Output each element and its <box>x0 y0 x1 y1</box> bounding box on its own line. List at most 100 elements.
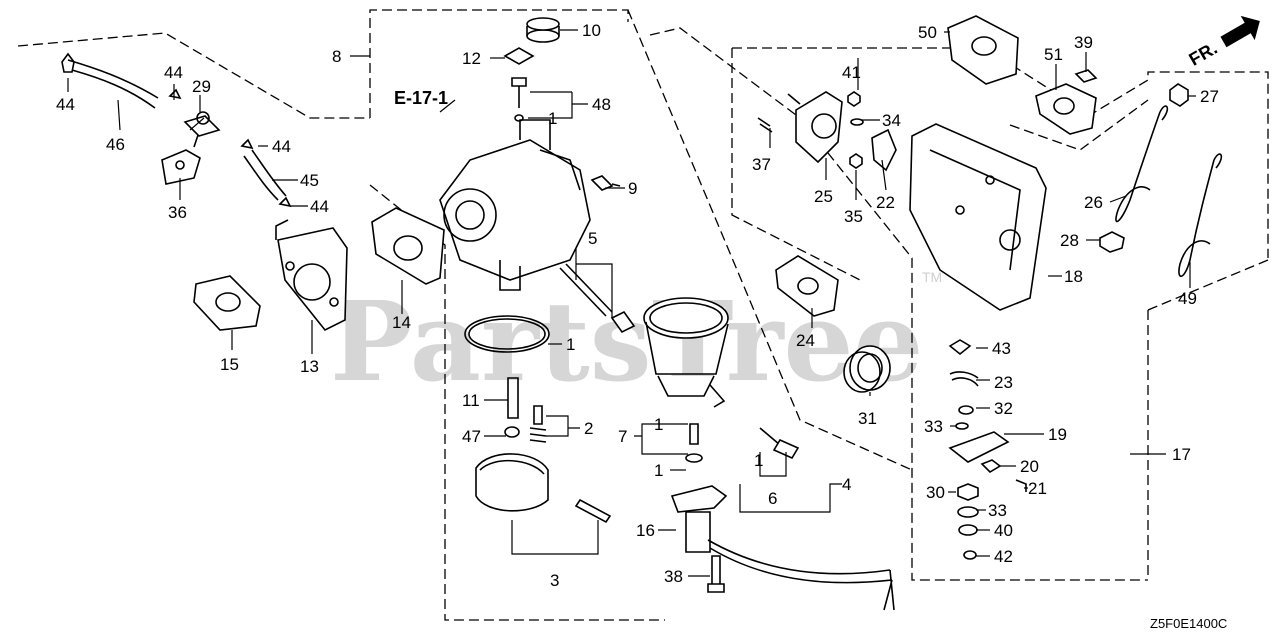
callout-22: 22 <box>876 193 895 212</box>
governor-plate-18 <box>909 123 1047 311</box>
callout-1-e: 1 <box>754 451 763 470</box>
nut-41-34-35 <box>847 91 864 169</box>
screw-12-48 <box>503 47 535 122</box>
bracket-22 <box>871 128 897 172</box>
callout-1-b: 1 <box>566 335 575 354</box>
callout-1-d: 1 <box>654 461 663 480</box>
callout-24: 24 <box>796 331 815 350</box>
callout-27: 27 <box>1200 87 1219 106</box>
fuel-tube-45 <box>243 149 287 201</box>
callout-40: 40 <box>994 521 1013 540</box>
callout-35: 35 <box>844 207 863 226</box>
callout-33-a: 33 <box>924 417 943 436</box>
governor-linkage-17 <box>948 339 1027 560</box>
callout-19: 19 <box>1048 425 1067 444</box>
callout-31: 31 <box>858 409 877 428</box>
callout-16: 16 <box>636 521 655 540</box>
callout-38: 38 <box>664 567 683 586</box>
fuel-hose-46 <box>67 59 159 109</box>
callout-42: 42 <box>994 547 1013 566</box>
callout-28: 28 <box>1060 231 1079 250</box>
pilot-screw-5 <box>559 263 636 334</box>
callout-3: 3 <box>550 571 559 590</box>
callout-30: 30 <box>926 483 945 502</box>
float-3 <box>475 453 612 524</box>
callout-51: 51 <box>1044 45 1063 64</box>
callout-9: 9 <box>628 179 637 198</box>
nut-27-28 <box>1099 83 1189 253</box>
callout-34: 34 <box>882 111 901 130</box>
callout-25: 25 <box>814 187 833 206</box>
callout-14: 14 <box>392 313 411 332</box>
callout-7: 7 <box>618 427 627 446</box>
callout-5: 5 <box>588 229 597 248</box>
screw-7 <box>685 423 703 463</box>
gasket-15 <box>193 275 261 331</box>
spring-2 <box>529 405 547 443</box>
callout-26: 26 <box>1084 193 1103 212</box>
screw-9 <box>590 175 621 191</box>
callout-29: 29 <box>192 77 211 96</box>
callout-43: 43 <box>992 339 1011 358</box>
callout-1-a: 1 <box>548 109 557 128</box>
callout-44-b: 44 <box>164 63 183 82</box>
reference-label: E-17-1 <box>394 88 448 108</box>
o-ring-1 <box>464 315 550 353</box>
callout-2: 2 <box>584 419 593 438</box>
clamp-36 <box>161 149 201 185</box>
bolt-39 <box>1074 69 1098 83</box>
callout-44-d: 44 <box>310 197 329 216</box>
callout-15: 15 <box>220 355 239 374</box>
callout-17: 17 <box>1172 445 1191 464</box>
motor-25 <box>787 91 843 164</box>
drain-screw-6 <box>759 427 800 460</box>
callout-44-a: 44 <box>56 95 75 114</box>
callout-48: 48 <box>592 95 611 114</box>
front-label: FR. <box>1186 38 1221 70</box>
solenoid-16 <box>670 485 895 611</box>
spring-49 <box>1178 153 1223 278</box>
leader-lines <box>67 29 1196 577</box>
callout-36: 36 <box>168 203 187 222</box>
float-bowl <box>643 297 729 408</box>
callout-33-b: 33 <box>988 501 1007 520</box>
callout-10: 10 <box>582 21 601 40</box>
callout-39: 39 <box>1074 33 1093 52</box>
gasket-24 <box>775 255 839 317</box>
callout-47: 47 <box>462 427 481 446</box>
spring-26 <box>1115 105 1169 223</box>
gasket-50 <box>947 15 1019 85</box>
fuel-joint-29 <box>183 111 221 148</box>
drain-screw-11 <box>504 377 520 438</box>
callout-4: 4 <box>842 475 851 494</box>
insulator-13 <box>275 219 348 332</box>
clip-44 <box>61 52 292 208</box>
diagram-code: Z5F0E1400C <box>1150 616 1227 631</box>
callout-44-c: 44 <box>272 137 291 156</box>
callout-49: 49 <box>1178 289 1197 308</box>
callout-18: 18 <box>1064 267 1083 286</box>
callout-21: 21 <box>1028 479 1047 498</box>
callout-11: 11 <box>462 391 480 410</box>
callout-13: 13 <box>300 357 319 376</box>
cap-10 <box>526 17 560 43</box>
callout-labels: 8 10 12 48 1 9 5 1 11 47 2 3 7 1 1 1 6 4… <box>56 21 1227 631</box>
callout-37: 37 <box>752 155 771 174</box>
callout-46: 46 <box>106 135 125 154</box>
callout-45: 45 <box>300 171 319 190</box>
callout-50: 50 <box>918 23 937 42</box>
front-direction-arrow: FR. <box>1186 15 1260 70</box>
callout-12: 12 <box>462 49 481 68</box>
callout-8: 8 <box>332 47 341 66</box>
callout-20: 20 <box>1020 457 1039 476</box>
trademark: TM <box>922 269 942 285</box>
carburetor-body <box>439 119 591 291</box>
callout-1-c: 1 <box>654 415 663 434</box>
gasket-14 <box>371 207 445 285</box>
pulley-31 <box>843 345 891 393</box>
gasket-51 <box>1035 83 1097 135</box>
bolt-38 <box>707 555 725 593</box>
callout-41: 41 <box>842 63 861 82</box>
